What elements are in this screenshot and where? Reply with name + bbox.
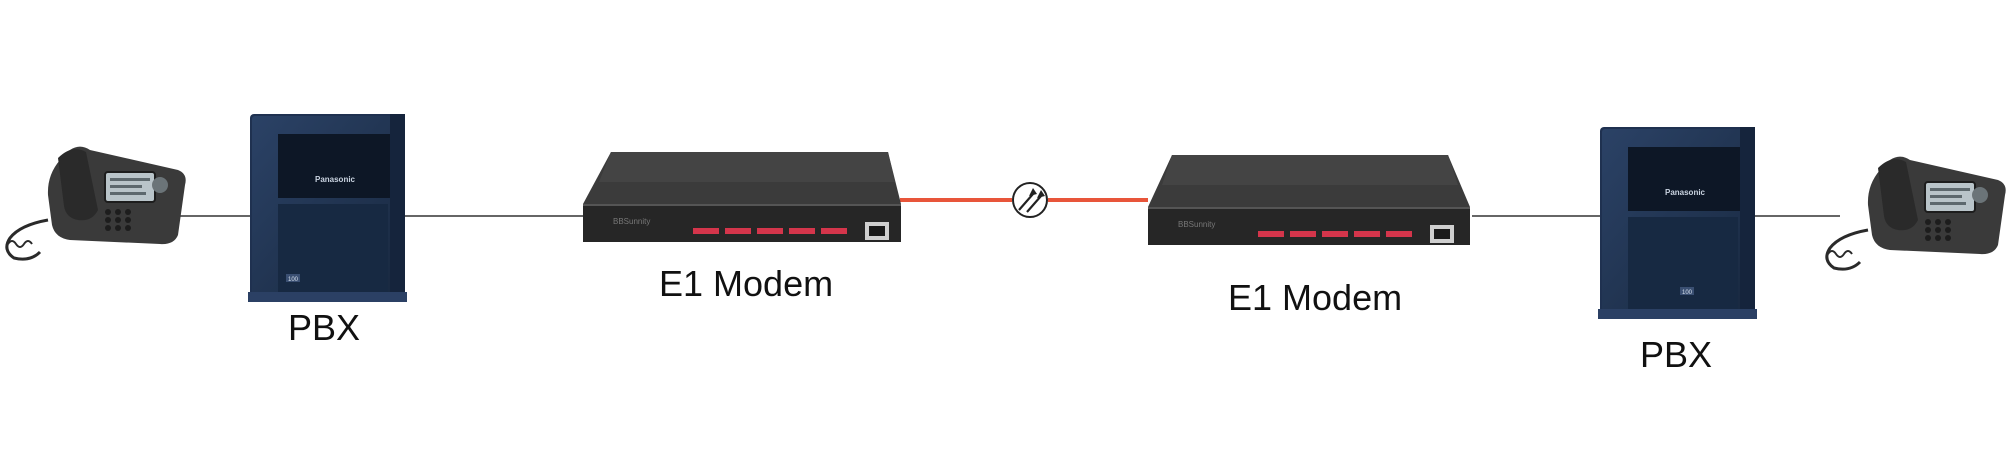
- connection-lines: [178, 198, 1840, 217]
- ip-phone-right: [1825, 156, 2006, 271]
- e1-modem-left: BBSunnity: [583, 152, 901, 242]
- svg-text:Panasonic: Panasonic: [1665, 188, 1706, 197]
- pbx-left-label: PBX: [288, 307, 361, 348]
- pbx-right-label: PBX: [1640, 334, 1713, 375]
- ip-phone-left: [5, 146, 186, 261]
- e1-modem-right: BBSunnity: [1148, 155, 1470, 245]
- svg-text:BBSunnity: BBSunnity: [1178, 220, 1215, 229]
- svg-text:BBSunnity: BBSunnity: [613, 217, 650, 226]
- svg-text:Panasonic: Panasonic: [315, 175, 356, 184]
- pbx-right: Panasonic 100: [1598, 127, 1757, 319]
- fiber-connector-icon: [1012, 182, 1048, 218]
- svg-text:100: 100: [288, 277, 299, 283]
- svg-text:100: 100: [1682, 290, 1693, 296]
- e1-modem-left-label: E1 Modem: [659, 263, 834, 304]
- e1-modem-right-label: E1 Modem: [1228, 277, 1403, 318]
- pbx-left: Panasonic 100: [248, 114, 407, 302]
